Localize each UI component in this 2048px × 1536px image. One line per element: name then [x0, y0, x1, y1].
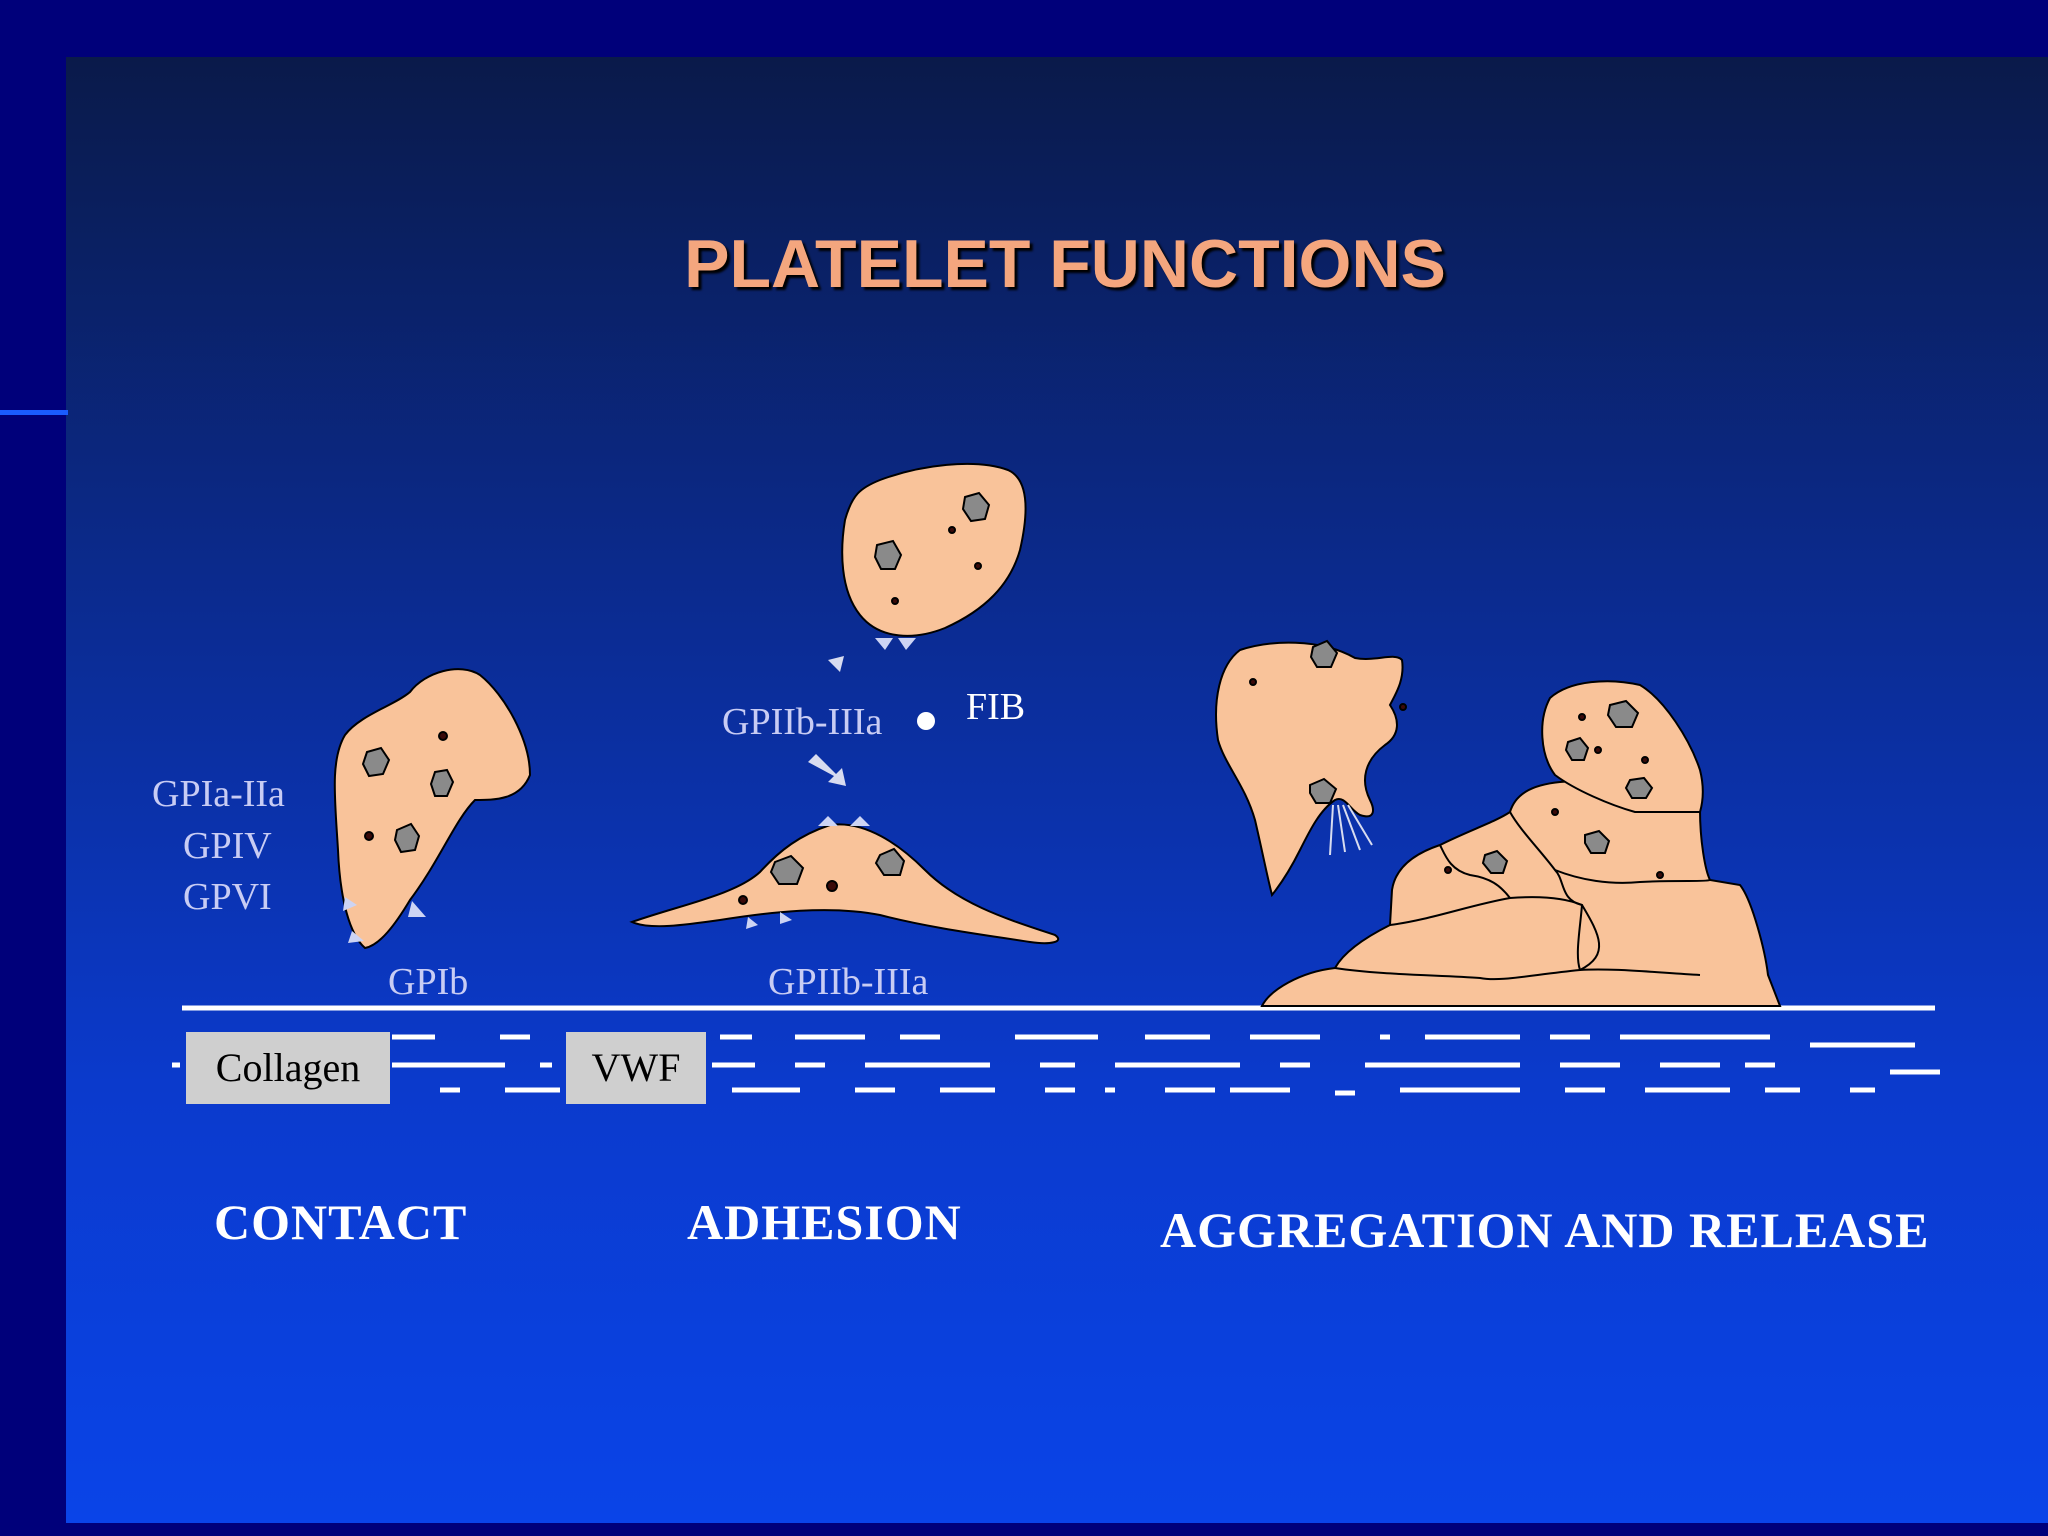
- stage-aggregation-release: AGGREGATION AND RELEASE: [1160, 1202, 1930, 1258]
- accent-line: [0, 410, 68, 415]
- release-lines: [1329, 804, 1373, 856]
- subendothelium-dashes: [172, 1034, 1940, 1096]
- adhesion-arrows: [808, 656, 935, 786]
- slide-title: PLATELET FUNCTIONS: [684, 226, 1446, 302]
- adhesion-spread-platelet: [629, 816, 1060, 945]
- contact-platelet: [333, 668, 532, 950]
- aggregate-mound: [1260, 779, 1782, 1007]
- stage-adhesion: ADHESION: [687, 1194, 962, 1250]
- adhesion-free-platelet: [841, 462, 1027, 650]
- vwf-box: VWF: [566, 1032, 706, 1104]
- collagen-box: Collagen: [186, 1032, 390, 1104]
- aggregate-top-platelet: [1541, 680, 1704, 813]
- releasing-platelet: [1215, 639, 1407, 898]
- label-gpia-iia: GPIa-IIa: [152, 773, 285, 815]
- label-gpiib-iiia-free: GPIIb-IIIa: [722, 701, 883, 743]
- stage-contact: CONTACT: [214, 1194, 468, 1250]
- aggregate-granules: [1444, 808, 1664, 879]
- label-gpvi: GPVI: [183, 876, 272, 918]
- label-fib: FIB: [966, 686, 1026, 728]
- label-gpib: GPIb: [388, 961, 469, 1003]
- label-gpiib-iiia-bound: GPIIb-IIIa: [768, 961, 929, 1003]
- label-gpiv: GPIV: [183, 825, 272, 867]
